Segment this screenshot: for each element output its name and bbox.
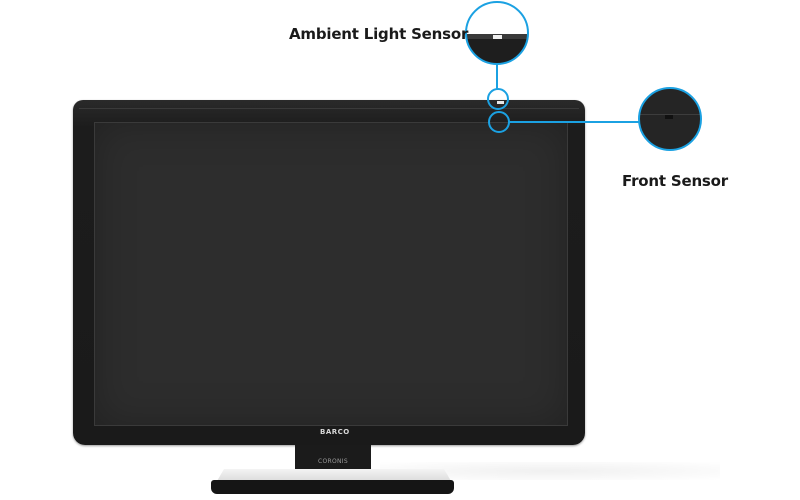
front-sensor-marker: [488, 111, 510, 133]
ambient-light-sensor-window: [497, 101, 504, 104]
floor-shadow: [380, 462, 720, 480]
brand-logo: BARCO: [320, 428, 350, 436]
front-sensor-magnifier-ring: [638, 87, 702, 151]
monitor-stand-base: [211, 480, 454, 494]
monitor-screen: [94, 122, 568, 426]
front-sensor-magnifier: [639, 88, 701, 150]
monitor-bezel: BARCO: [73, 100, 585, 445]
front-sensor-label: Front Sensor: [622, 172, 728, 190]
model-label: CORONIS: [318, 458, 348, 465]
ambient-light-sensor-marker: [487, 88, 509, 110]
ambient-light-sensor-label: Ambient Light Sensor: [289, 25, 469, 43]
monitor-stand-base-top: [217, 469, 451, 481]
bezel-highlight: [79, 108, 579, 109]
